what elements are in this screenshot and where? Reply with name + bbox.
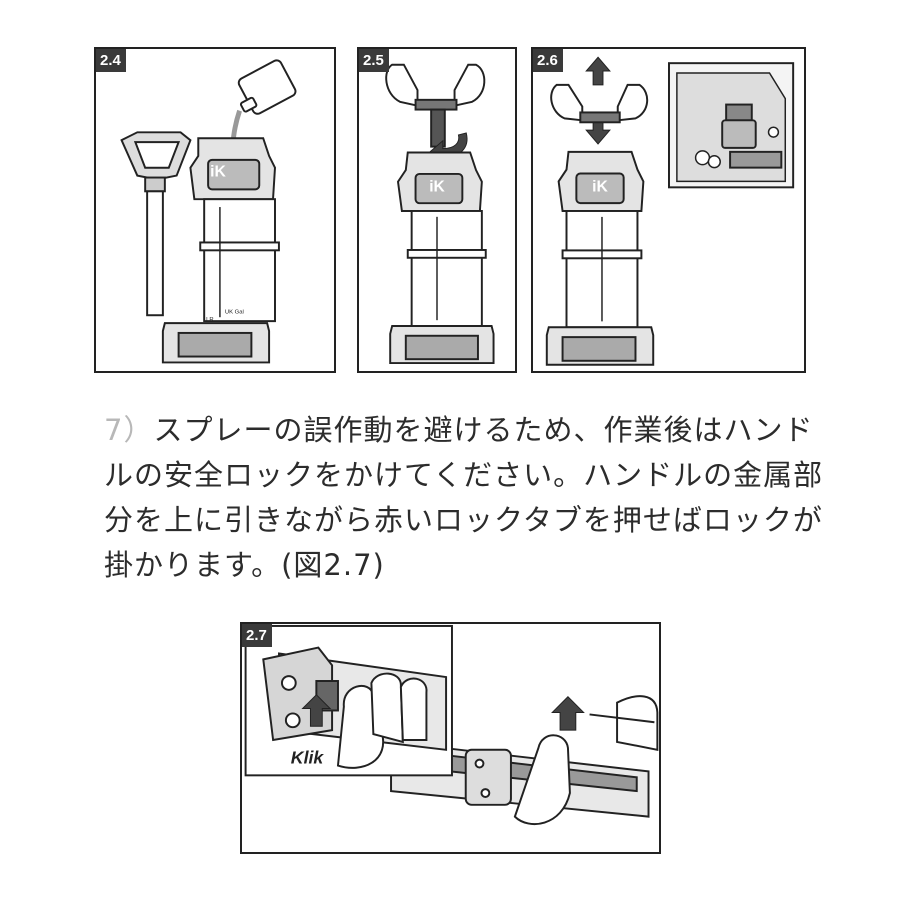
figure-label: 2.6 [533, 49, 563, 72]
hand-icon [513, 695, 659, 825]
step-number: 7） [104, 413, 154, 447]
figure-label: 2.5 [359, 49, 389, 72]
tank-icon [161, 137, 280, 364]
up-down-arrow-icon [585, 56, 611, 145]
lock-detail-inset [244, 624, 453, 777]
figure-2-4: 2.4 iK UK Gal LR [94, 47, 336, 373]
instruction-text: スプレーの誤作動を避けるため、作業後はハンドルの安全ロックをかけてください。ハン… [104, 413, 824, 582]
hands-icon [550, 83, 649, 124]
logo-text: iK [429, 178, 445, 195]
instruction-paragraph: 7）スプレーの誤作動を避けるため、作業後はハンドルの安全ロックをかけてください。… [104, 408, 824, 588]
logo-text: iK [592, 178, 608, 195]
sprayer-refill-illustration: iK UK Gal LR [120, 59, 297, 364]
tank-icon [389, 151, 495, 365]
logo-text: iK [210, 164, 226, 181]
hands-icon [385, 63, 486, 148]
gauge-unit-label: UK Gal [225, 309, 244, 315]
figure-label: 2.7 [242, 624, 272, 647]
pump-illustration: iK [545, 56, 795, 366]
pump-handle-icon [120, 131, 192, 317]
valve-detail-inset [668, 62, 795, 189]
klik-callout-text: Klik [291, 748, 325, 768]
figure-label: 2.4 [96, 49, 126, 72]
press-arrow-icon [301, 694, 332, 727]
gauge-unit-label: LR [206, 317, 214, 323]
figure-2-6: 2.6 iK [531, 47, 806, 373]
up-arrow-icon [551, 696, 585, 731]
tank-icon [545, 150, 655, 366]
figure-2-5: 2.5 iK [357, 47, 517, 373]
jug-icon [237, 59, 297, 115]
figure-2-7: 2.7 Klik [240, 622, 661, 854]
safety-lock-illustration: Klik [244, 624, 659, 825]
handle-insert-illustration: iK [385, 63, 495, 365]
